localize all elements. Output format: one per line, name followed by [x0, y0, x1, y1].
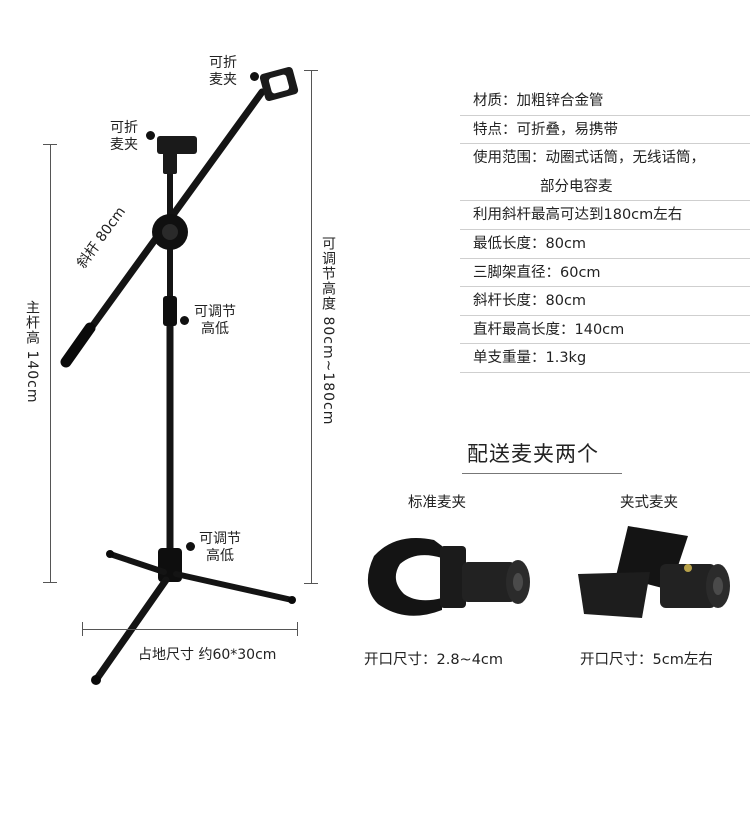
- spec-row: 斜杆长度：80cm: [460, 287, 750, 316]
- spec-row: 特点：可折叠，易携带: [460, 116, 750, 145]
- spec-row: 直杆最高长度：140cm: [460, 316, 750, 345]
- standard-clip-opening: 开口尺寸：2.8~4cm: [364, 652, 504, 668]
- standard-clip-name: 标准麦夹: [408, 495, 466, 511]
- tripod-leg-right: [173, 571, 295, 603]
- mid-clip-marker: [146, 131, 155, 140]
- spec-row: 部分电容麦: [460, 173, 750, 202]
- spring-clip-name: 夹式麦夹: [620, 495, 678, 511]
- spec-row: 单支重量：1.3kg: [460, 344, 750, 373]
- spec-row: 三脚架直径：60cm: [460, 259, 750, 288]
- spec-row: 最低长度：80cm: [460, 230, 750, 259]
- height-collar: [163, 296, 177, 326]
- top-mic-clip: [259, 66, 299, 102]
- spec-row: 利用斜杆最高可达到180cm左右: [460, 201, 750, 230]
- footprint-dimension-line: [82, 629, 298, 630]
- adjustable-height-dimension-line: [311, 70, 312, 584]
- spec-row: 材质：加粗锌合金管: [460, 87, 750, 116]
- top-clip-label: 可折 麦夹: [209, 55, 237, 88]
- mid-clip-label: 可折 麦夹: [110, 120, 138, 153]
- mid-mic-clip: [157, 136, 197, 174]
- spec-row: 使用范围：动圈式话筒，无线话筒，: [473, 150, 705, 167]
- spec-table: 材质：加粗锌合金管 特点：可折叠，易携带 使用范围：动圈式话筒，无线话筒， 部分…: [460, 87, 750, 373]
- footprint-label: 占地尺寸 约60*30cm: [138, 647, 277, 663]
- main-pole-dimension-line: [50, 144, 51, 583]
- gift-title-underline: [462, 473, 622, 474]
- tripod-leg-left: [107, 551, 167, 575]
- lower-adjust-marker: [186, 542, 195, 551]
- boom-grip: [60, 322, 96, 368]
- spring-clip-image: [578, 526, 730, 618]
- lower-adjust-label: 可调节 高低: [199, 531, 241, 564]
- adjustable-height-label: 可调节高度 80cm~180cm: [320, 236, 336, 426]
- gift-title: 配送麦夹两个: [467, 442, 599, 466]
- main-pole-height-label: 主杆高 140cm: [24, 300, 40, 404]
- upper-adjust-label: 可调节 高低: [194, 304, 236, 337]
- mic-stand-illustration: [60, 66, 299, 685]
- spring-clip-opening: 开口尺寸：5cm左右: [580, 652, 713, 668]
- standard-clip-image: [367, 538, 530, 616]
- tripod-leg-front: [92, 576, 170, 684]
- upper-adjust-marker: [180, 316, 189, 325]
- top-clip-marker: [250, 72, 259, 81]
